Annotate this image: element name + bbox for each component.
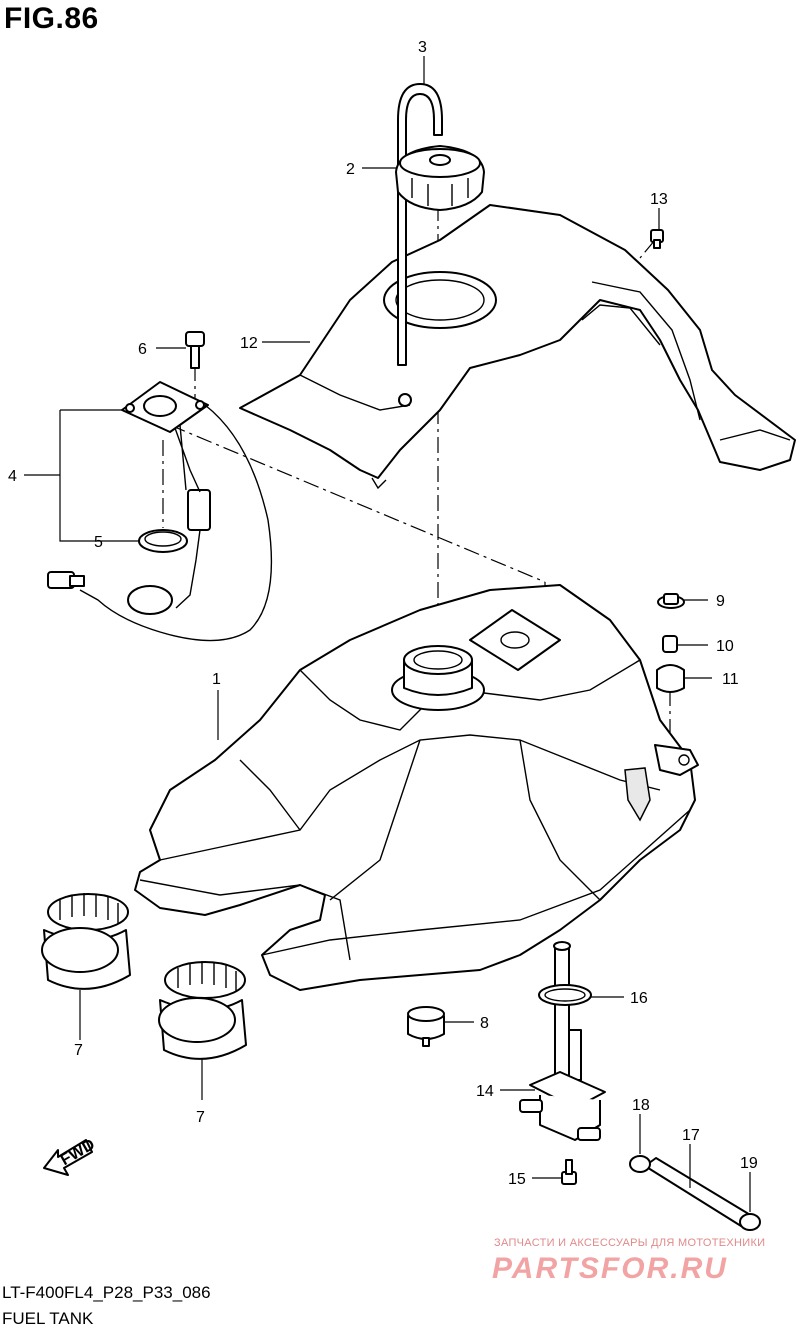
hose-clamp-18 [629, 1155, 651, 1173]
valve-screw [561, 1159, 577, 1185]
mount-collar [662, 635, 678, 653]
callout-5: 5 [94, 534, 103, 551]
forward-direction-arrow: FWD [43, 1136, 98, 1176]
bracket-4-5 [24, 409, 140, 542]
fuel-valve-o-ring [538, 984, 592, 1006]
callout-11: 11 [722, 671, 739, 688]
mount-bolt [657, 593, 685, 609]
fuel-valve [519, 941, 606, 1141]
tank-bumper [407, 1006, 445, 1047]
callout-17: 17 [682, 1127, 700, 1144]
callout-3: 3 [418, 39, 427, 56]
callout-14: 14 [476, 1083, 494, 1100]
fuel-pump-float [127, 585, 173, 615]
callout-7-right: 7 [196, 1109, 205, 1126]
fuel-pump-gasket [138, 529, 188, 553]
callout-2: 2 [346, 161, 355, 178]
callout-16: 16 [630, 990, 648, 1007]
fuel-hose [644, 1157, 753, 1227]
callout-6: 6 [138, 341, 147, 358]
breather-hose [397, 83, 443, 366]
callout-13: 13 [650, 191, 668, 208]
callout-1: 1 [212, 671, 221, 688]
tank-mount-band-left [41, 893, 131, 990]
assembly-axis-screw [639, 239, 656, 259]
fuel-cap [395, 145, 485, 211]
pump-bolt [185, 331, 205, 369]
mount-cushion [656, 664, 685, 693]
figure-name: FUEL TANK [2, 1309, 94, 1328]
callout-12: 12 [240, 335, 258, 352]
hose-clamp-19 [739, 1213, 761, 1231]
callout-8: 8 [480, 1015, 489, 1032]
callout-9: 9 [716, 593, 725, 610]
figure-title: FIG.86 [4, 2, 99, 35]
callout-7-left: 7 [74, 1042, 83, 1059]
tank-cover [239, 204, 796, 490]
cover-screw [650, 229, 664, 249]
watermark-logo: PARTSFOR.RU [492, 1252, 728, 1285]
callout-18: 18 [632, 1097, 650, 1114]
assembly-axis-pump [169, 424, 546, 583]
callout-10: 10 [716, 638, 734, 655]
callout-15: 15 [508, 1171, 526, 1188]
tank-mount-band-right [158, 961, 247, 1060]
watermark-tagline: ЗАПЧАСТИ И АКСЕССУАРЫ ДЛЯ МОТОТЕХНИКИ [494, 1237, 766, 1249]
callout-19: 19 [740, 1155, 758, 1172]
cover-filler-opening [383, 271, 497, 329]
fwd-label: FWD [58, 1136, 98, 1169]
fuel-pump-assembly [47, 381, 273, 642]
fuel-tank [134, 584, 699, 991]
callout-4: 4 [8, 468, 17, 485]
pump-mount-flange [469, 609, 561, 671]
figure-code: LT-F400FL4_P28_P33_086 [2, 1283, 211, 1302]
